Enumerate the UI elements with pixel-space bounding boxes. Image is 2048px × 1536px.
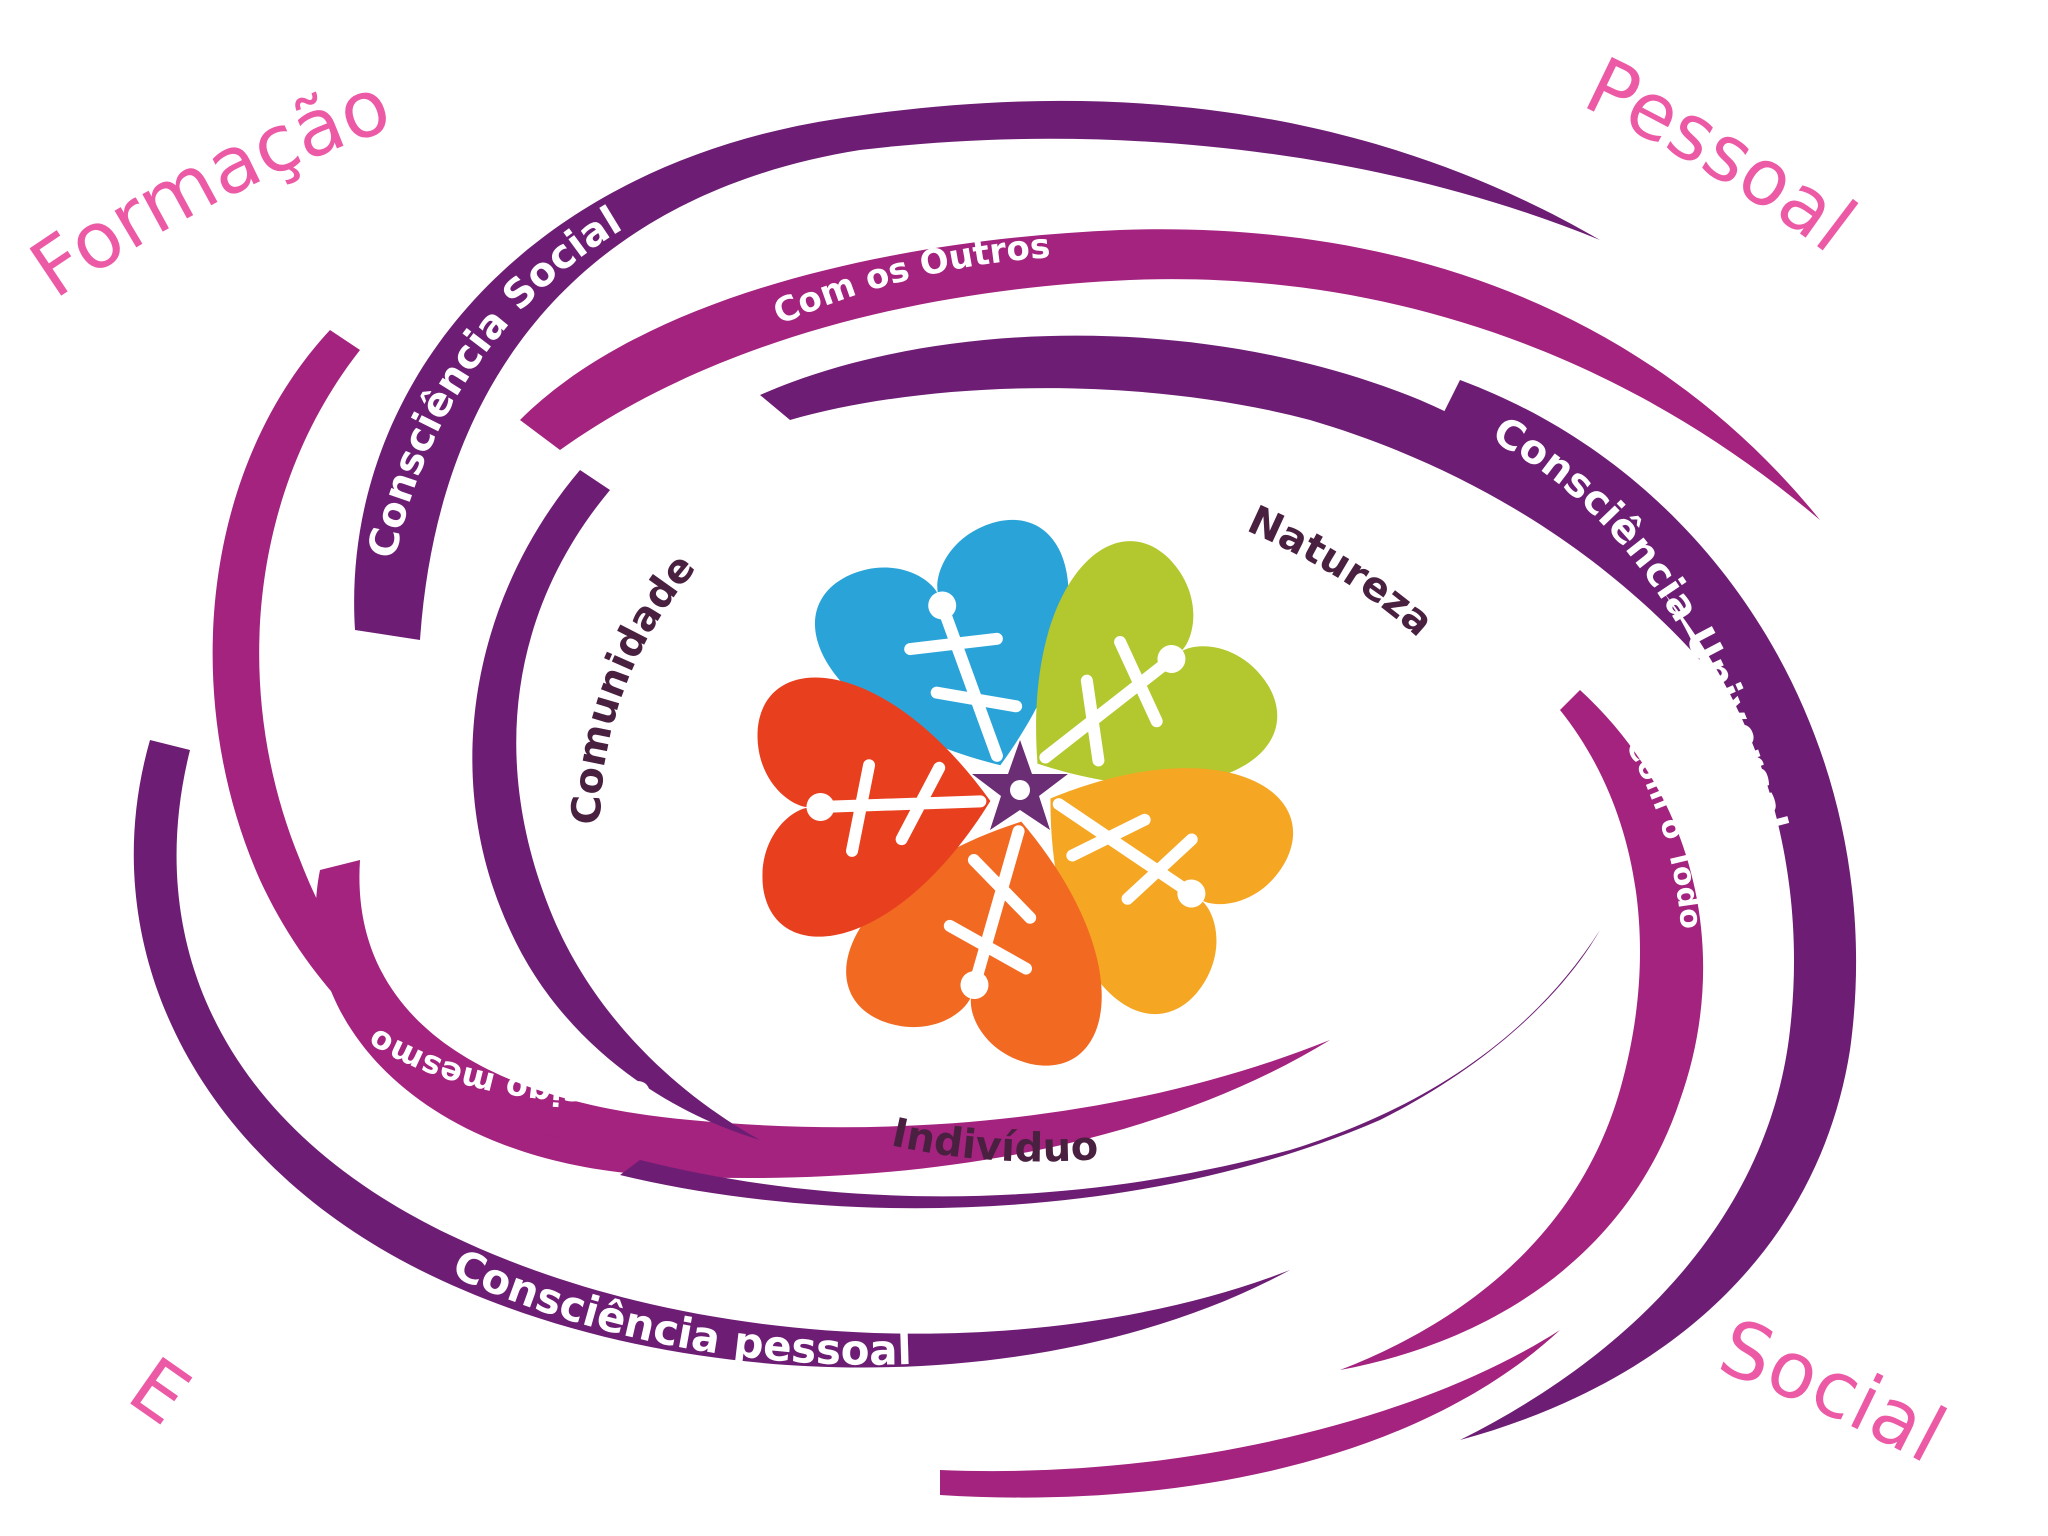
heart-yellow bbox=[1050, 768, 1293, 1014]
title-e: E bbox=[113, 1341, 205, 1443]
band-inner-left bbox=[472, 470, 760, 1140]
title-pessoal: Pessoal bbox=[1572, 41, 1872, 270]
center-star-icon bbox=[972, 740, 1068, 830]
band-inner-bottom bbox=[620, 930, 1600, 1209]
title-social: Social bbox=[1709, 1303, 1960, 1481]
band-left-light bbox=[212, 330, 560, 1140]
band-com-os-outros bbox=[520, 229, 1820, 520]
band-inner-top bbox=[760, 335, 1700, 660]
label-comunidade: Comunidade bbox=[564, 545, 705, 825]
heart-flower bbox=[757, 520, 1293, 1066]
heart-red bbox=[757, 677, 991, 937]
heart-green bbox=[1036, 541, 1278, 785]
band-bottom-tail bbox=[940, 1330, 1560, 1498]
spiral-bands bbox=[133, 100, 1857, 1498]
band-com-o-todo bbox=[1340, 690, 1704, 1370]
title-formacao: Formação bbox=[15, 60, 401, 315]
label-consciencia-pessoal: Consciência pessoal bbox=[446, 1239, 912, 1374]
label-natureza: Natureza bbox=[1241, 497, 1442, 645]
band-consciencia-universal bbox=[1440, 380, 1857, 1440]
